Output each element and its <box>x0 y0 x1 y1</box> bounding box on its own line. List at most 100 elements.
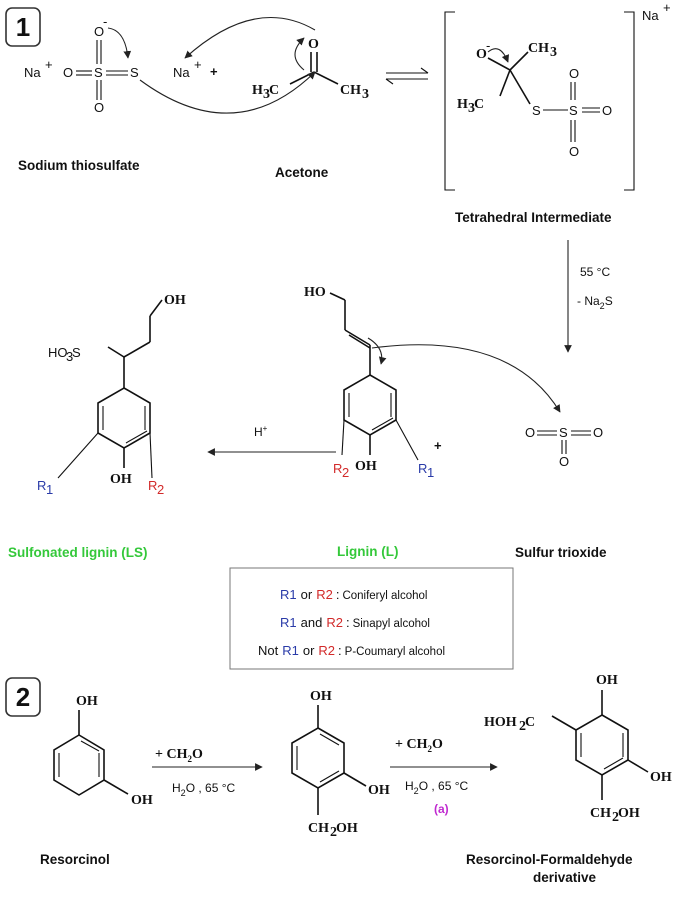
svg-text:HO: HO <box>304 285 326 300</box>
label-acetone: Acetone <box>275 165 329 180</box>
svg-text:H: H <box>252 83 263 98</box>
svg-text:3: 3 <box>263 87 270 102</box>
svg-text:R: R <box>418 461 427 476</box>
svg-text:O: O <box>525 425 535 440</box>
svg-text:OH: OH <box>650 770 672 785</box>
svg-text:1: 1 <box>46 482 53 497</box>
svg-text:S: S <box>72 345 81 360</box>
svg-text:Na: Na <box>173 65 190 80</box>
svg-text:O: O <box>63 65 73 80</box>
svg-text:CH: CH <box>590 806 611 821</box>
svg-text:HOH: HOH <box>484 715 517 730</box>
svg-text:O: O <box>559 454 569 469</box>
reagent-formaldehyde: + CH2O <box>155 747 203 764</box>
svg-text:O: O <box>308 37 319 52</box>
svg-text:O: O <box>569 144 579 159</box>
svg-text:OH: OH <box>596 673 618 688</box>
svg-text:HO: HO <box>48 345 68 360</box>
plus-sign: + <box>434 438 442 453</box>
svg-text:CH: CH <box>308 821 329 836</box>
condition-acid: H+ <box>254 424 268 439</box>
svg-text:+: + <box>194 57 202 72</box>
svg-text:3: 3 <box>468 101 475 116</box>
electron-arrow <box>184 17 316 59</box>
label-tetrahedral-intermediate: Tetrahedral Intermediate <box>455 210 612 225</box>
electron-arrow <box>139 71 316 114</box>
condition-water-temp: H2O , 65 °C <box>172 781 236 798</box>
svg-text:O: O <box>593 425 603 440</box>
step-tag-a: (a) <box>434 802 449 816</box>
svg-text:CH: CH <box>340 83 361 98</box>
svg-text:S: S <box>559 425 568 440</box>
label-sulfur-trioxide: Sulfur trioxide <box>515 545 607 560</box>
svg-text:3: 3 <box>550 45 557 60</box>
resorcinol-structure: OH OH <box>53 694 153 808</box>
plus-sign: + <box>210 64 218 79</box>
equilibrium-arrow <box>385 67 429 85</box>
svg-text:3: 3 <box>362 87 369 102</box>
svg-text:S: S <box>532 103 541 118</box>
sodium-thiosulfate-structure: Na+ O- O S S O Na+ <box>24 14 202 115</box>
svg-text:O: O <box>94 100 104 115</box>
step-1-box <box>5 7 41 47</box>
label-lignin: Lignin (L) <box>337 544 398 559</box>
svg-text:C: C <box>269 83 279 98</box>
svg-text:O: O <box>602 103 612 118</box>
svg-text:2: 2 <box>330 825 337 840</box>
svg-text:OH: OH <box>310 689 332 704</box>
svg-text:OH: OH <box>110 472 132 487</box>
condition-water-temp: H2O , 65 °C <box>405 779 469 796</box>
svg-text:H: H <box>457 97 468 112</box>
svg-text:2: 2 <box>342 465 349 480</box>
svg-text:S: S <box>569 103 578 118</box>
svg-text:2: 2 <box>612 810 619 825</box>
svg-text:OH: OH <box>131 793 153 808</box>
svg-text:Na: Na <box>642 8 659 23</box>
label-product-line2: derivative <box>533 870 597 885</box>
svg-text:O: O <box>94 24 104 39</box>
svg-text:OH: OH <box>76 694 98 709</box>
svg-text:R: R <box>37 478 46 493</box>
label-product-line1: Resorcinol-Formaldehyde <box>466 852 633 867</box>
step-1-number: 1 <box>16 12 30 42</box>
svg-text:OH: OH <box>164 293 186 308</box>
label-resorcinol: Resorcinol <box>40 852 110 867</box>
svg-text:C: C <box>525 715 535 730</box>
svg-text:O: O <box>476 47 487 62</box>
svg-text:1: 1 <box>427 465 434 480</box>
reagent-formaldehyde: + CH2O <box>395 737 443 754</box>
sulfur-trioxide-structure: O S O O <box>525 425 603 469</box>
svg-text:R: R <box>148 478 157 493</box>
svg-text:S: S <box>130 65 139 80</box>
svg-text:+: + <box>663 0 671 15</box>
svg-text:O: O <box>569 66 579 81</box>
svg-text:-: - <box>103 14 107 29</box>
condition-temperature: 55 °C <box>580 265 610 279</box>
svg-text:C: C <box>474 97 484 112</box>
svg-text:+: + <box>45 57 53 72</box>
svg-text:OH: OH <box>355 459 377 474</box>
svg-text:Na: Na <box>24 65 41 80</box>
svg-text:S: S <box>94 65 103 80</box>
svg-text:R: R <box>333 461 342 476</box>
svg-text:-: - <box>486 38 490 53</box>
step-2-number: 2 <box>16 682 30 712</box>
step-2-box <box>5 677 41 717</box>
svg-text:2: 2 <box>519 719 526 734</box>
svg-text:3: 3 <box>66 349 73 364</box>
condition-byproduct: - Na2S <box>577 294 613 311</box>
svg-text:OH: OH <box>368 783 390 798</box>
svg-text:CH: CH <box>528 41 549 56</box>
svg-text:OH: OH <box>336 821 358 836</box>
label-sulfonated-lignin: Sulfonated lignin (LS) <box>8 545 147 560</box>
